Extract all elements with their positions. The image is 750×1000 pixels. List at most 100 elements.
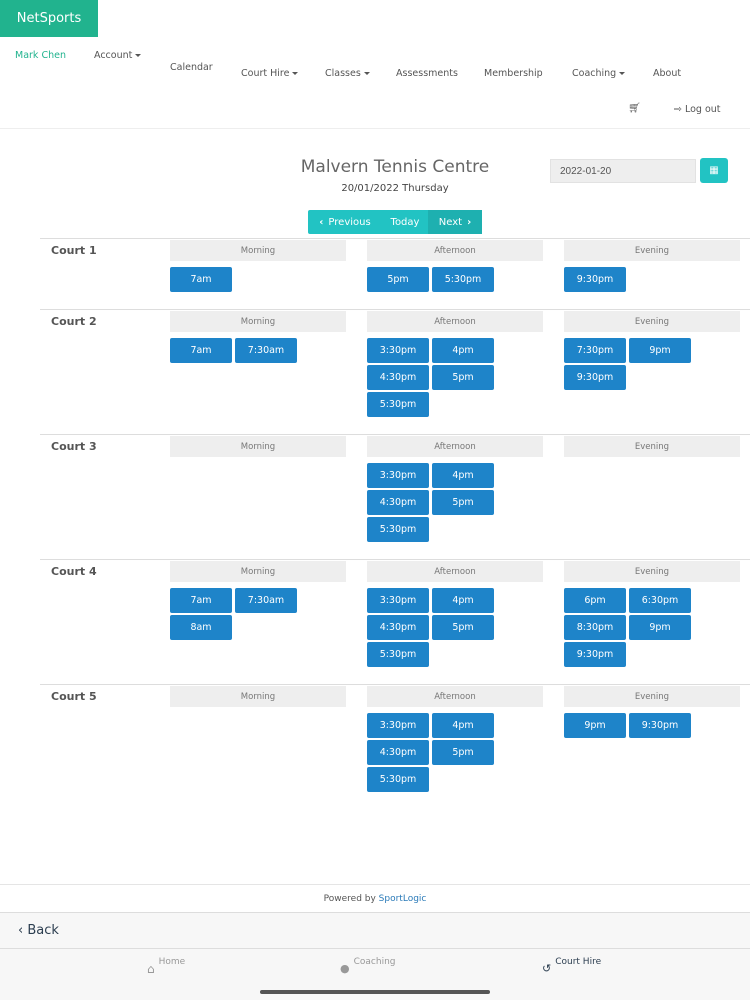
time-slot-button[interactable]: 4pm	[432, 588, 494, 613]
home-indicator	[260, 990, 490, 994]
time-slot-button[interactable]: 7:30pm	[564, 338, 626, 363]
court-name: Court 2	[51, 315, 97, 328]
time-slot-button[interactable]: 4:30pm	[367, 365, 429, 390]
time-slot-button[interactable]: 7:30am	[235, 338, 297, 363]
period-header: Evening	[564, 311, 740, 332]
nav-assessments[interactable]: Assessments	[396, 68, 458, 79]
next-button[interactable]: Next ›	[428, 210, 482, 234]
time-slot-button[interactable]: 5pm	[367, 267, 429, 292]
tab-court-hire-label: Court Hire	[555, 957, 602, 967]
time-slot-button[interactable]: 9pm	[629, 615, 691, 640]
tab-court-hire[interactable]: ↺Court Hire	[542, 957, 601, 975]
slot-list: 7am	[170, 267, 300, 292]
time-slot-button[interactable]: 4:30pm	[367, 615, 429, 640]
period-header: Morning	[170, 561, 346, 582]
nav-calendar[interactable]: Calendar	[170, 62, 213, 73]
tab-coaching-label: Coaching	[353, 957, 396, 967]
time-slot-button[interactable]: 5:30pm	[367, 642, 429, 667]
tab-home[interactable]: ⌂Home	[147, 957, 185, 976]
time-slot-button[interactable]: 9:30pm	[564, 365, 626, 390]
nav-court-hire[interactable]: Court Hire	[241, 68, 299, 79]
footer: Powered by SportLogic	[0, 884, 750, 912]
time-slot-button[interactable]: 7:30am	[235, 588, 297, 613]
ball-icon: ●	[340, 962, 350, 975]
time-slot-button[interactable]: 9pm	[629, 338, 691, 363]
previous-button[interactable]: ‹Previous	[308, 210, 382, 234]
court-name: Court 4	[51, 565, 97, 578]
tab-coaching[interactable]: ●Coaching	[340, 957, 396, 975]
sportlogic-link[interactable]: SportLogic	[378, 894, 427, 904]
period-header: Morning	[170, 240, 346, 261]
next-label: Next	[438, 216, 463, 228]
logout-label: Log out	[684, 104, 721, 115]
nav-coaching[interactable]: Coaching	[572, 68, 626, 79]
time-slot-button[interactable]: 3:30pm	[367, 338, 429, 363]
nav-account[interactable]: Account	[94, 50, 142, 61]
time-slot-button[interactable]: 9:30pm	[564, 642, 626, 667]
time-slot-button[interactable]: 5:30pm	[367, 392, 429, 417]
page-title: Malvern Tennis Centre	[300, 157, 490, 177]
time-slot-button[interactable]: 9:30pm	[629, 713, 691, 738]
date-input[interactable]	[550, 159, 696, 183]
time-slot-button[interactable]: 9pm	[564, 713, 626, 738]
time-slot-button[interactable]: 3:30pm	[367, 713, 429, 738]
nav-membership[interactable]: Membership	[484, 68, 543, 79]
nav-user[interactable]: Mark Chen	[15, 50, 66, 61]
cart-icon[interactable]: 🛒︎	[628, 103, 641, 114]
time-slot-button[interactable]: 7am	[170, 588, 232, 613]
time-slot-button[interactable]: 5pm	[432, 740, 494, 765]
time-slot-button[interactable]: 4pm	[432, 338, 494, 363]
page-subtitle: 20/01/2022 Thursday	[341, 183, 449, 194]
time-slot-button[interactable]: 4pm	[432, 713, 494, 738]
time-slot-button[interactable]: 5:30pm	[367, 767, 429, 792]
slot-list: 9:30pm	[564, 267, 694, 292]
period-header: Evening	[564, 561, 740, 582]
time-slot-button[interactable]: 4:30pm	[367, 740, 429, 765]
brand-logo[interactable]: NetSports	[0, 0, 98, 37]
time-slot-button[interactable]: 4:30pm	[367, 490, 429, 515]
time-slot-button[interactable]: 8:30pm	[564, 615, 626, 640]
time-slot-button[interactable]: 5pm	[432, 615, 494, 640]
court-name: Court 3	[51, 440, 97, 453]
today-button[interactable]: Today	[390, 216, 420, 228]
time-slot-button[interactable]: 6:30pm	[629, 588, 691, 613]
nav-coaching-label: Coaching	[572, 68, 617, 79]
time-slot-button[interactable]: 5:30pm	[367, 517, 429, 542]
time-slot-button[interactable]: 6pm	[564, 588, 626, 613]
logout-icon: ⇨	[674, 104, 685, 115]
period-header: Morning	[170, 311, 346, 332]
nav-court-hire-label: Court Hire	[241, 68, 290, 79]
back-button[interactable]: ‹ Back	[0, 912, 750, 949]
calendar-button[interactable]: ▦	[700, 158, 728, 183]
time-slot-button[interactable]: 8am	[170, 615, 232, 640]
time-slot-button[interactable]: 5:30pm	[432, 267, 494, 292]
chevron-left-icon: ‹	[18, 923, 28, 938]
period-header: Afternoon	[367, 686, 543, 707]
nav-about[interactable]: About	[653, 68, 682, 79]
previous-label: Previous	[328, 216, 371, 228]
nav-classes[interactable]: Classes	[325, 68, 370, 79]
caret-down-icon	[363, 72, 370, 75]
time-slot-button[interactable]: 3:30pm	[367, 588, 429, 613]
time-slot-button[interactable]: 4pm	[432, 463, 494, 488]
period-header: Afternoon	[367, 240, 543, 261]
time-slot-button[interactable]: 5pm	[432, 365, 494, 390]
time-slot-button[interactable]: 7am	[170, 267, 232, 292]
chevron-right-icon: ›	[467, 216, 472, 228]
time-slot-button[interactable]: 7am	[170, 338, 232, 363]
time-slot-button[interactable]: 9:30pm	[564, 267, 626, 292]
time-slot-button[interactable]: 5pm	[432, 490, 494, 515]
time-slot-button[interactable]: 3:30pm	[367, 463, 429, 488]
nav-logout[interactable]: ⇨ Log out	[674, 104, 721, 115]
